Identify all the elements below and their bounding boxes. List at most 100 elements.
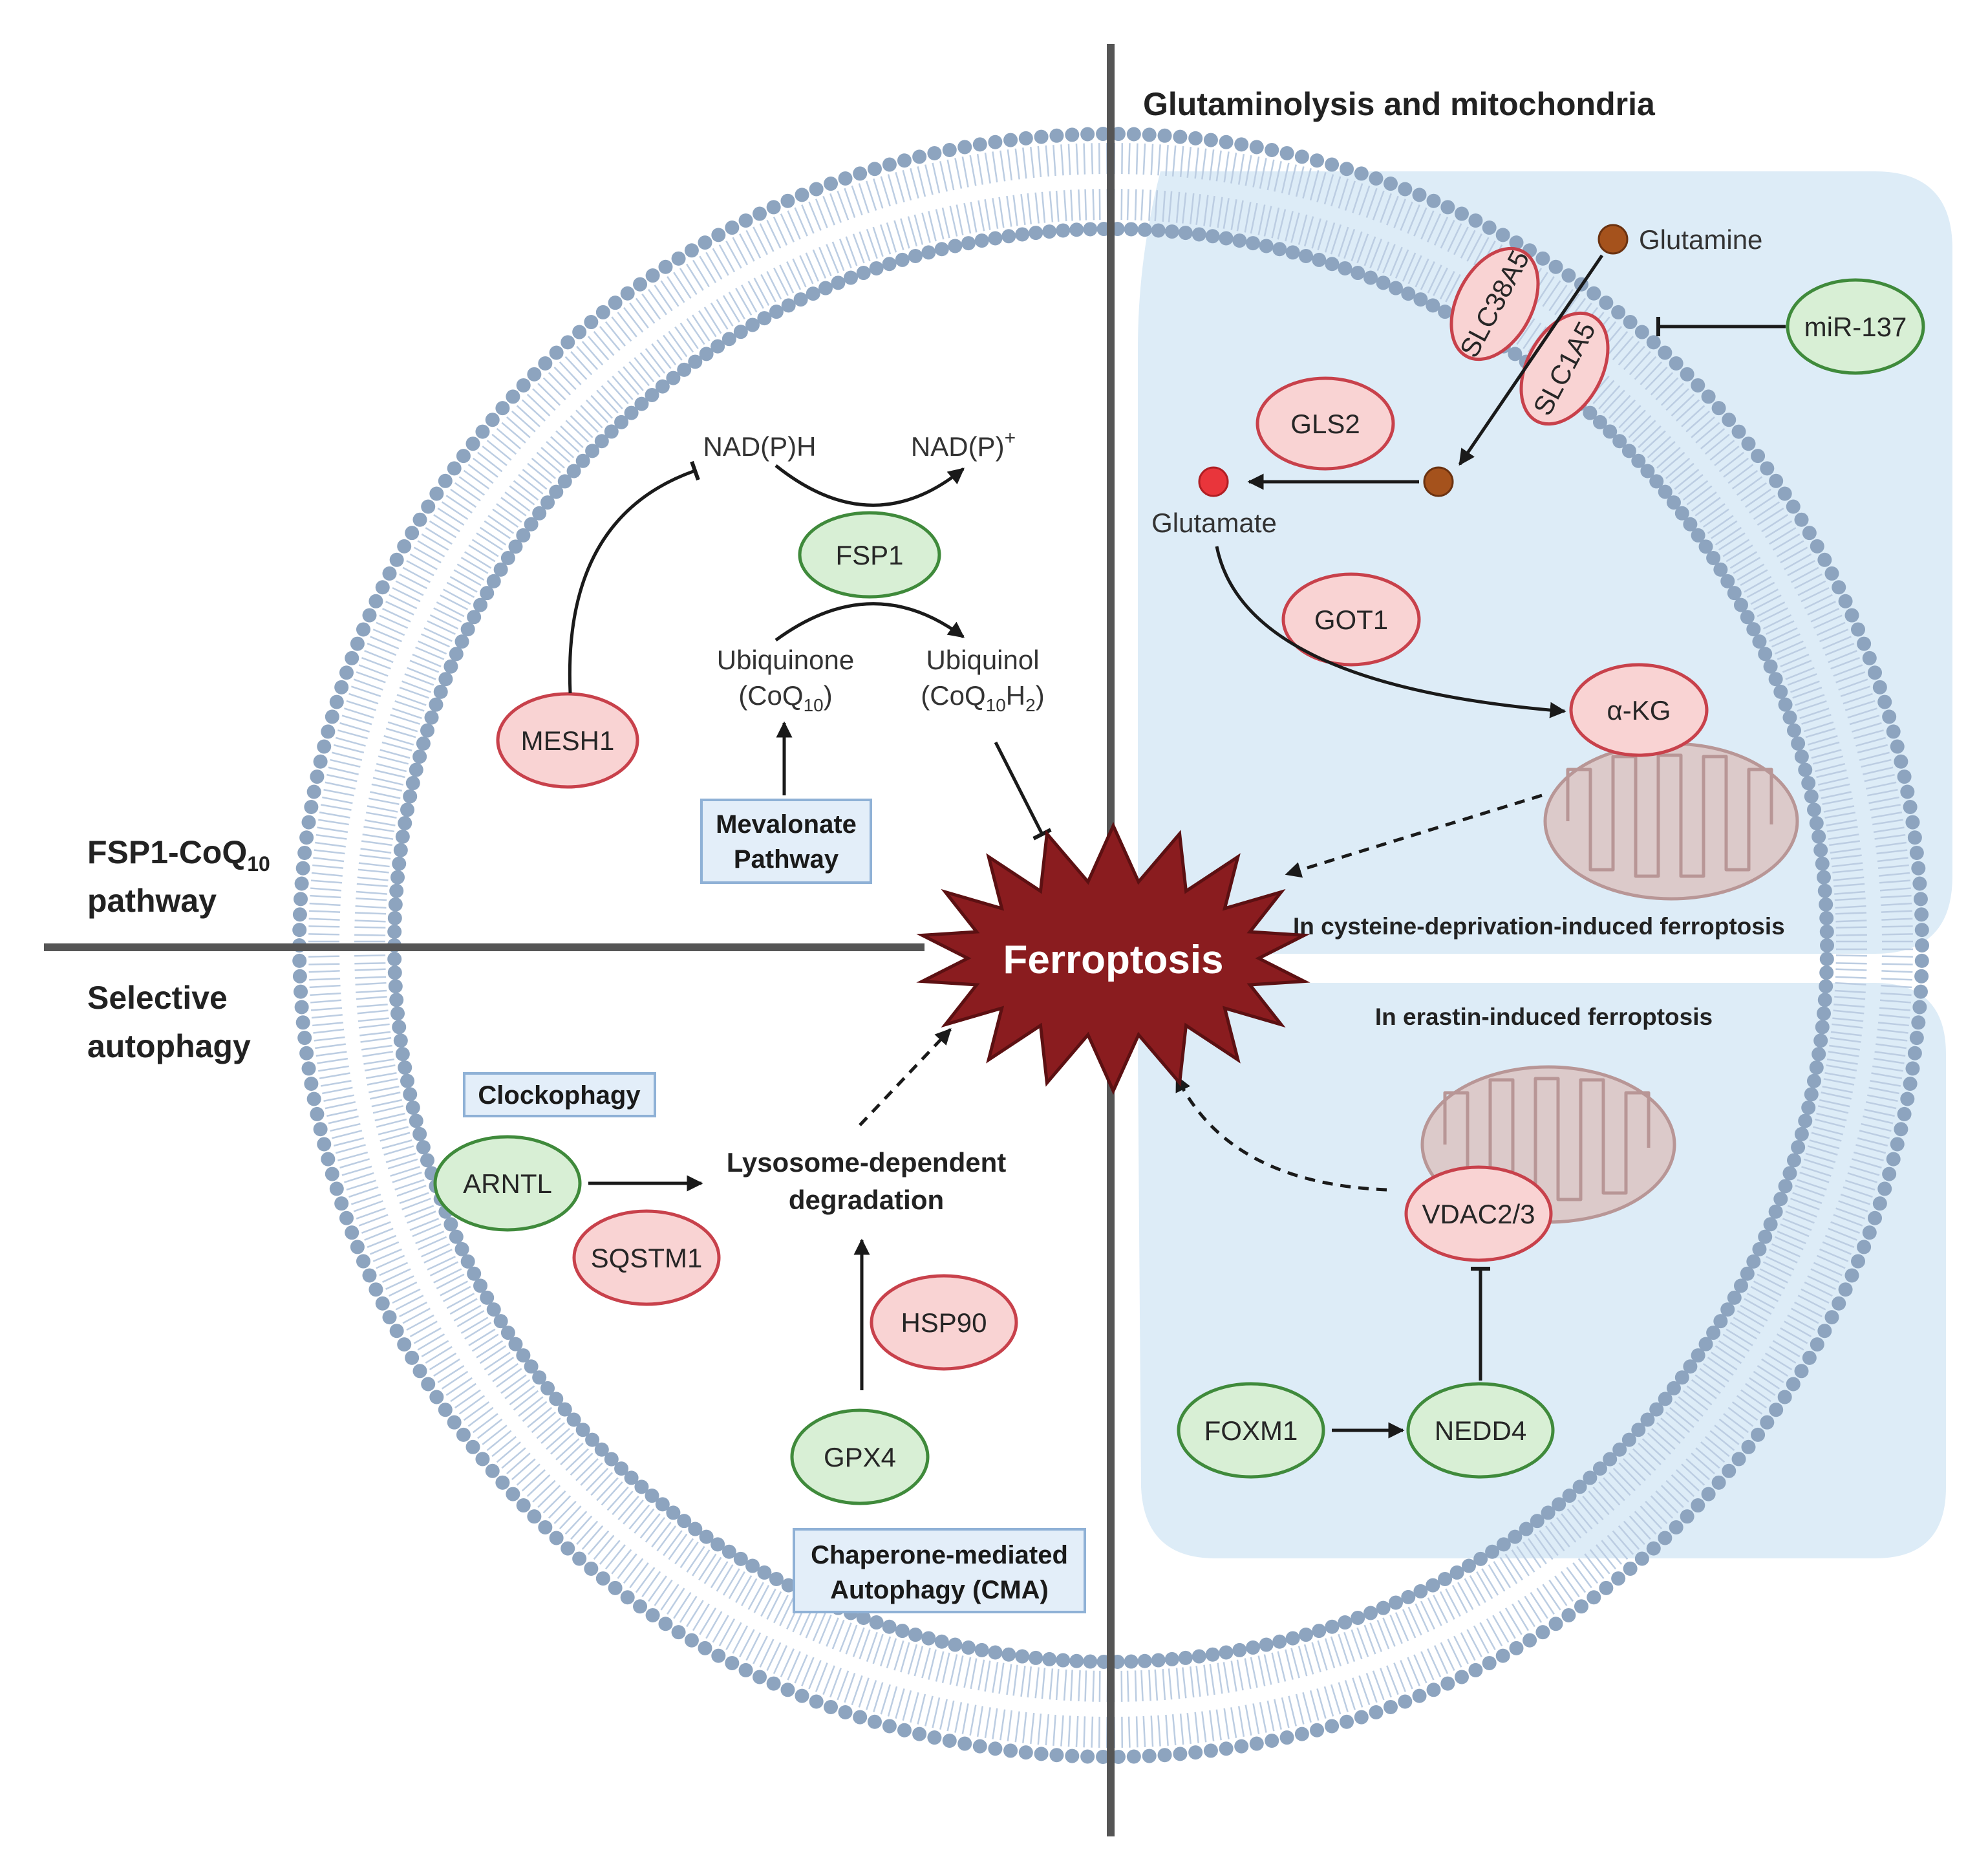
membrane-lipid-head <box>1669 1520 1683 1535</box>
membrane-lipid-head <box>645 1489 659 1503</box>
sqstm1-label: SQSTM1 <box>591 1243 703 1273</box>
membrane-lipid-head <box>1587 1590 1601 1605</box>
membrane-lipid-head <box>769 1571 784 1586</box>
membrane-lipid-head <box>806 286 820 301</box>
membrane-lipid-head <box>1838 1282 1853 1297</box>
intracellular-glutamine-molecule <box>1423 466 1454 497</box>
membrane-lipid-head <box>1234 137 1249 152</box>
membrane-lipid-head <box>942 142 957 157</box>
membrane-lipid-head <box>780 1683 795 1697</box>
membrane-lipid-head <box>882 157 897 172</box>
membrane-lipid-head <box>584 1561 599 1576</box>
membrane-lipid-head <box>420 1153 435 1168</box>
membrane-lipid-head <box>1741 436 1756 451</box>
membrane-lipid-head <box>1909 1031 1924 1046</box>
membrane-lipid-tail <box>402 560 475 605</box>
membrane-lipid-tail <box>1290 1646 1320 1723</box>
fsp1-coq10-pathway-title: FSP1-CoQ10 <box>87 834 270 876</box>
membrane-lipid-head <box>409 762 423 777</box>
membrane-lipid-head <box>465 436 480 451</box>
membrane-lipid-head <box>449 1229 464 1244</box>
ubiquinone-label: Ubiquinone <box>717 645 855 675</box>
membrane-lipid-head <box>1561 268 1576 283</box>
membrane-lipid-tail <box>1771 1236 1846 1276</box>
membrane-lipid-tail <box>1504 1549 1555 1619</box>
membrane-lipid-head <box>1640 1412 1655 1427</box>
glutamate-molecule <box>1198 466 1229 497</box>
membrane-lipid-head <box>395 829 410 844</box>
membrane-lipid-head <box>1294 149 1309 164</box>
membrane-lipid-head <box>867 1714 882 1729</box>
membrane-lipid-head <box>1740 610 1755 625</box>
membrane-lipid-head <box>1018 1745 1033 1760</box>
membrane-lipid-tail <box>1836 940 1913 951</box>
membrane-lipid-tail <box>1632 1443 1695 1503</box>
membrane-lipid-tail <box>1113 1670 1124 1748</box>
membrane-lipid-head <box>666 1505 681 1520</box>
membrane-lipid-tail <box>389 1261 462 1304</box>
membrane-lipid-head <box>1824 566 1839 581</box>
membrane-lipid-head <box>634 396 649 411</box>
membrane-lipid-tail <box>1835 910 1913 923</box>
lysosome-to-ferroptosis-arrow <box>859 1028 952 1126</box>
membrane-lipid-tail <box>1126 1670 1138 1748</box>
membrane-lipid-head <box>1599 296 1614 310</box>
membrane-lipid-head <box>456 1427 471 1442</box>
membrane-lipid-tail <box>1550 1517 1605 1584</box>
membrane-lipid-head <box>1857 636 1872 651</box>
glutaminolysis-panel <box>1138 171 1952 954</box>
membrane-lipid-head <box>1868 665 1883 680</box>
membrane-lipid-tail <box>976 153 999 230</box>
membrane-lipid-head <box>1398 1694 1413 1709</box>
membrane-lipid-head <box>1760 1415 1775 1430</box>
membrane-lipid-head <box>1900 1092 1915 1106</box>
membrane-lipid-head <box>1383 177 1398 191</box>
membrane-lipid-tail <box>376 614 450 655</box>
membrane-lipid-head <box>321 1152 336 1167</box>
membrane-lipid-head <box>1049 128 1064 143</box>
fsp1-node <box>798 511 941 599</box>
membrane-lipid-head <box>1886 724 1901 739</box>
mesh1-label: MESH1 <box>521 726 615 756</box>
membrane-lipid-tail <box>458 469 527 523</box>
membrane-lipid-tail <box>1718 1333 1788 1384</box>
membrane-lipid-tail <box>1746 560 1819 605</box>
membrane-lipid-head <box>1340 162 1354 177</box>
membrane-lipid-tail <box>1832 1009 1910 1027</box>
membrane-lipid-head <box>1599 1580 1614 1595</box>
membrane-lipid-tail <box>311 864 389 881</box>
membrane-lipid-tail <box>1822 1078 1899 1102</box>
membrane-lipid-head <box>1777 1390 1792 1404</box>
ferroptosis-label: Ferroptosis <box>1003 938 1223 982</box>
membrane-lipid-head <box>538 356 553 371</box>
membrane-lipid-head <box>1259 1637 1274 1652</box>
membrane-lipid-head <box>398 816 412 831</box>
membrane-lipid-head <box>1782 710 1797 725</box>
membrane-lipid-head <box>310 1106 325 1121</box>
membrane-lipid-tail <box>1834 894 1912 909</box>
membrane-lipid-head <box>393 1033 408 1048</box>
membrane-lipid-tail <box>1527 288 1580 358</box>
membrane-lipid-tail <box>1209 150 1230 228</box>
membrane-lipid-head <box>1413 1584 1428 1598</box>
membrane-lipid-head <box>1819 910 1834 925</box>
membrane-lipid-head <box>375 580 390 595</box>
membrane-lipid-head <box>294 876 309 891</box>
membrane-lipid-tail <box>1182 1666 1199 1744</box>
membrane-lipid-head <box>1042 224 1057 239</box>
membrane-lipid-head <box>1508 1529 1523 1544</box>
membrane-lipid-head <box>392 856 407 871</box>
membrane-lipid-tail <box>902 1646 931 1723</box>
membrane-lipid-head <box>1083 1654 1098 1669</box>
membrane-lipid-head <box>1786 1153 1801 1168</box>
membrane-lipid-head <box>1126 127 1141 142</box>
membrane-lipid-head <box>1713 1314 1728 1329</box>
membrane-lipid-tail <box>1277 164 1305 242</box>
membrane-lipid-head <box>795 188 809 202</box>
membrane-lipid-head <box>725 221 740 235</box>
membrane-lipid-head <box>1279 1730 1294 1745</box>
membrane-lipid-head <box>480 586 495 601</box>
membrane-lipid-tail <box>1369 1619 1407 1695</box>
membrane-lipid-head <box>1740 1266 1755 1281</box>
membrane-lipid-head <box>389 1324 404 1339</box>
